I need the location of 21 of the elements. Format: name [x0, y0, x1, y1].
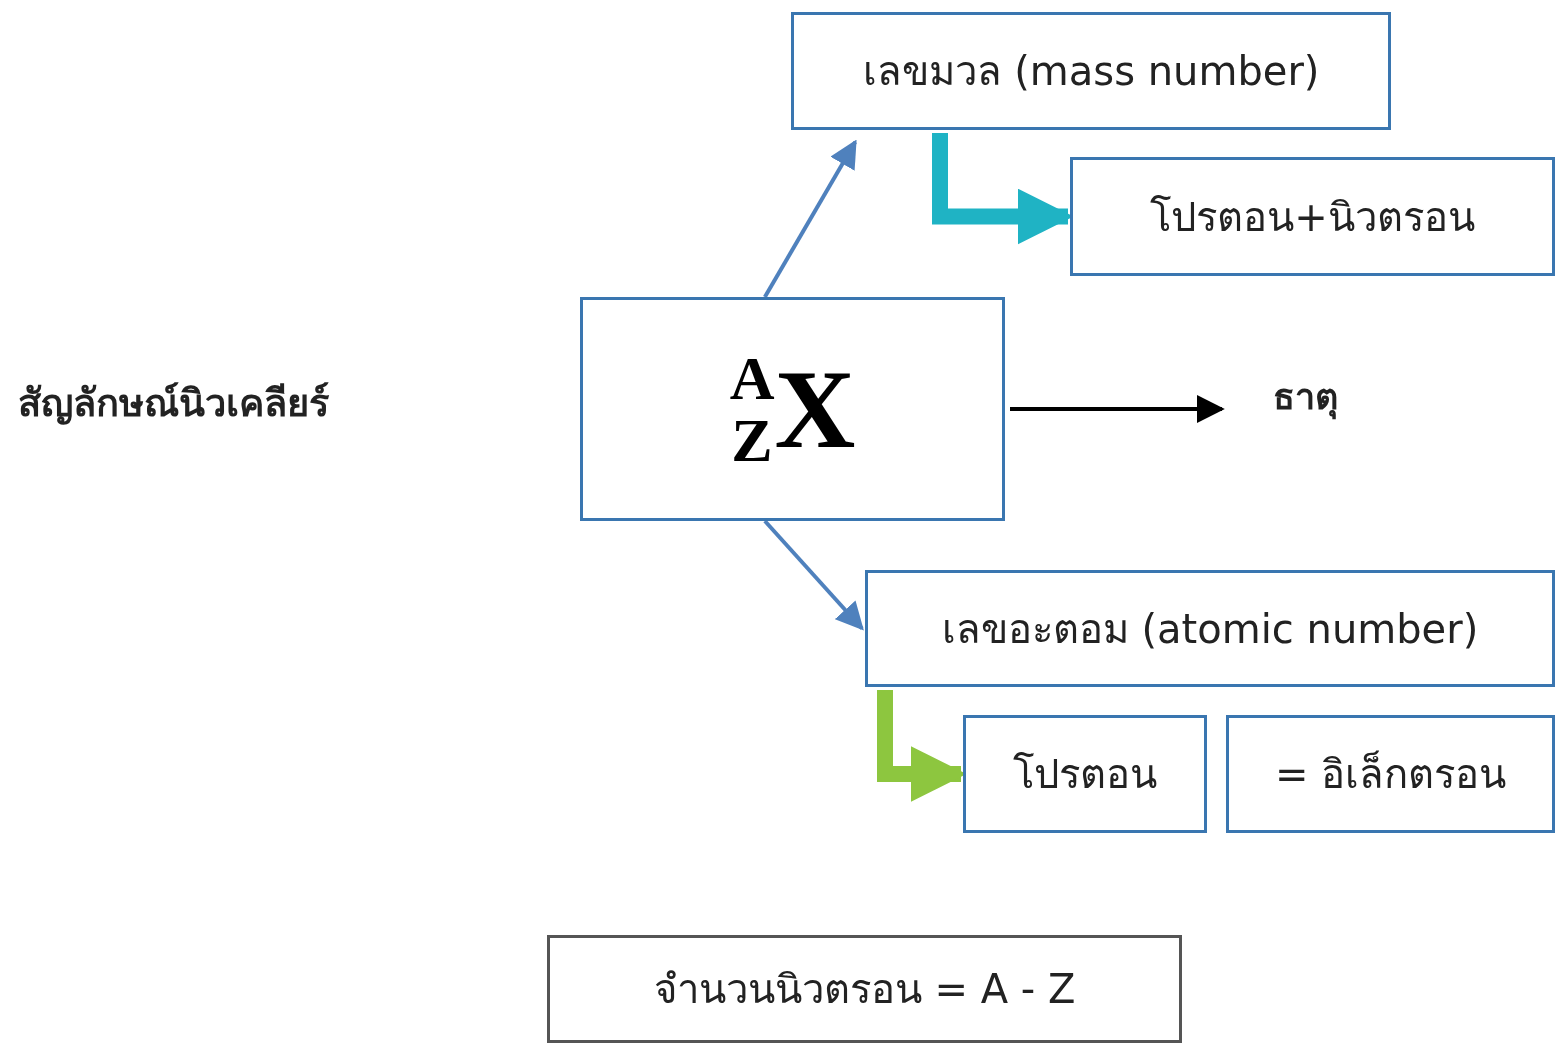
box-text: เลขอะตอม (atomic number) [941, 604, 1479, 654]
text-box [791, 12, 1391, 130]
text-box [1226, 715, 1555, 833]
diagram-label: สัญลักษณ์นิวเคลียร์ [18, 380, 329, 427]
mass-number-symbol: A [729, 347, 775, 409]
arrow [1010, 395, 1225, 423]
text-box [865, 570, 1555, 687]
box-text: เลขมวล (mass number) [862, 47, 1320, 96]
text-box [1070, 157, 1555, 276]
arrow [763, 139, 857, 298]
box-text: โปรตอน+นิวตรอน [1150, 192, 1475, 242]
atomic-number-symbol: Z [731, 409, 773, 471]
arrow [763, 519, 864, 631]
text-box [963, 715, 1207, 833]
box-text: = อิเล็กตรอน [1274, 749, 1507, 799]
text-box [547, 935, 1182, 1043]
element-label: ธาตุ [1230, 365, 1380, 429]
box-text: โปรตอน [1013, 750, 1157, 799]
element-symbol: X [774, 353, 856, 465]
box-text: จำนวนนิวตรอน = A - Z [653, 965, 1076, 1014]
symbol-box [580, 297, 1005, 521]
